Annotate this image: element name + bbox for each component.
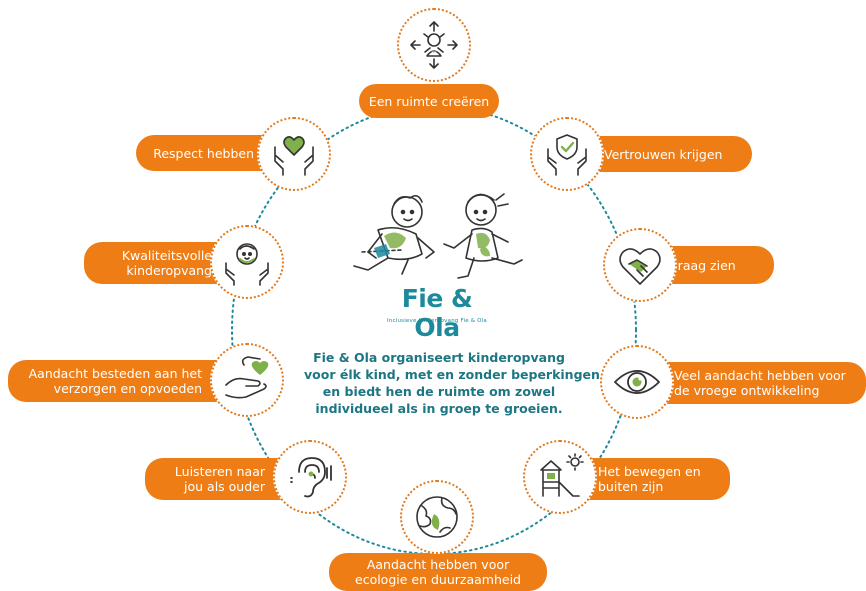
mission-line: Fie & Ola organiseert kinderopvang	[313, 350, 565, 365]
value-label: de vroege ontwikkeling	[674, 383, 820, 398]
value-pill-kwaliteitsvolle-kinderopvang: Kwaliteitsvolle kinderopvang	[84, 242, 232, 284]
value-label: ecologie en duurzaamheid	[355, 572, 521, 587]
value-node-verzorgen-opvoeden	[210, 343, 284, 417]
value-node-ecologie-duurzaamheid	[400, 480, 474, 554]
mission-statement: Fie & Ola organiseert kinderopvang voor …	[304, 349, 600, 417]
value-label-group: Aandacht besteden aan het verzorgen en o…	[29, 366, 202, 396]
value-node-respect-hebben	[257, 117, 331, 191]
value-pill-vertrouwen-krijgen: Vertrouwen krijgen	[584, 136, 752, 172]
value-pill-respect-hebben: Respect hebben	[136, 135, 274, 171]
value-pill-bewegen-buiten: Het bewegen en buiten zijn	[578, 458, 730, 500]
value-label: Respect hebben	[153, 145, 254, 161]
value-pill-luisteren-ouder: Luisteren naar jou als ouder	[145, 458, 285, 500]
heart-handshake-icon	[619, 248, 661, 285]
ear-icon	[290, 457, 332, 498]
value-label: Het bewegen en	[598, 464, 701, 479]
value-label: Kwaliteitsvolle	[121, 248, 212, 263]
value-node-luisteren-ouder	[273, 440, 347, 514]
earth-leaf-icon	[416, 496, 458, 538]
value-label: Aandacht besteden aan het	[28, 366, 202, 381]
value-node-vertrouwen-krijgen	[530, 117, 604, 191]
value-pill-verzorgen-opvoeden: Aandacht besteden aan het verzorgen en o…	[8, 360, 222, 402]
value-node-vroege-ontwikkeling	[600, 345, 674, 419]
value-label: Veel aandacht hebben voor	[674, 368, 846, 383]
value-node-bewegen-buiten	[523, 440, 597, 514]
value-pill-een-ruimte-creeren: Een ruimte creëren	[359, 84, 499, 118]
value-label: Graag zien	[668, 257, 736, 273]
value-label-group: Kwaliteitsvolle kinderopvang	[122, 248, 212, 278]
logo-subtitle: Inclusieve kinderopvang Fie & Ola	[386, 318, 488, 324]
value-pill-ecologie-duurzaamheid: Aandacht hebben voor ecologie en duurzaa…	[329, 553, 547, 591]
value-node-kwaliteitsvolle-kinderopvang	[210, 225, 284, 299]
shield-hands-icon	[547, 134, 587, 176]
value-label-group: Luisteren naar jou als ouder	[175, 464, 265, 494]
value-label-group: Aandacht hebben voor ecologie en duurzaa…	[355, 557, 521, 587]
child-hands-icon	[225, 243, 269, 286]
value-label: Aandacht hebben voor	[366, 557, 510, 572]
eye-icon	[614, 370, 660, 394]
value-label: Luisteren naar	[174, 464, 265, 479]
value-node-een-ruimte-creeren	[397, 8, 471, 82]
value-pill-vroege-ontwikkeling: Veel aandacht hebben voor de vroege ontw…	[654, 362, 866, 404]
value-node-graag-zien	[603, 228, 677, 302]
mission-line: en biedt hen de ruimte om zowel	[322, 384, 556, 399]
children-illustration	[353, 193, 523, 279]
mission-line: voor élk kind, met en zonder beperkingen	[304, 367, 600, 382]
value-label: kinderopvang	[126, 263, 212, 278]
mission-line: individueel als in groep te groeien.	[315, 401, 563, 416]
heart-hands-icon	[274, 136, 314, 176]
value-label: buiten zijn	[598, 479, 664, 494]
value-label: Vertrouwen krijgen	[604, 146, 723, 162]
arrows-child-icon	[410, 21, 458, 69]
value-label: jou als ouder	[184, 479, 265, 494]
hand-heart-icon	[225, 356, 269, 399]
logo-title: Fie & Ola	[401, 284, 473, 342]
playground-icon	[540, 453, 584, 497]
value-label: Een ruimte creëren	[368, 93, 490, 109]
value-label-group: Veel aandacht hebben voor de vroege ontw…	[674, 368, 846, 398]
value-label: verzorgen en opvoeden	[53, 381, 202, 396]
value-label-group: Het bewegen en buiten zijn	[598, 464, 701, 494]
